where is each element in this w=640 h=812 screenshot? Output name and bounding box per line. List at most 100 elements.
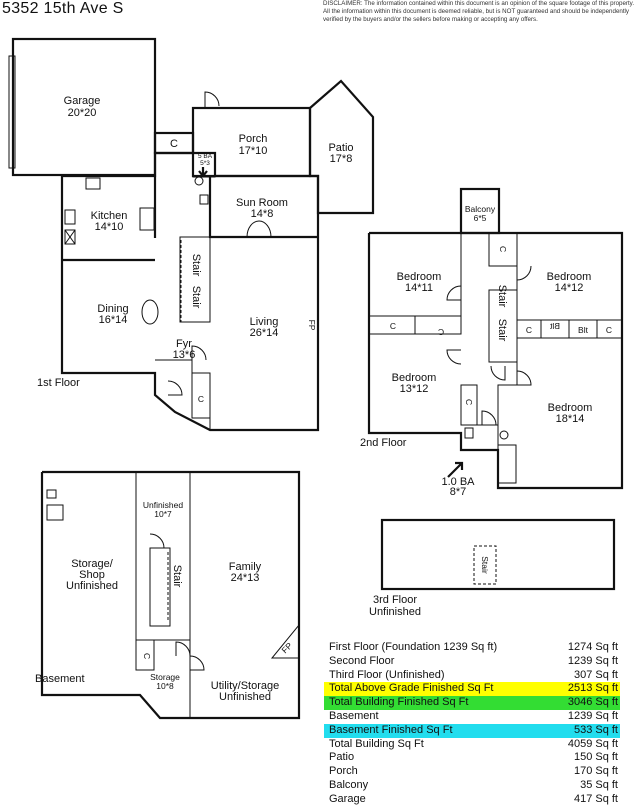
- sink2-icon: [464, 427, 474, 439]
- second-floor-plan: Balcony 6*5 Bedroom 14*11 C C Bedroom 13…: [360, 187, 624, 498]
- porch-size: 17*10: [239, 145, 268, 157]
- bath-name: 1.0 BA: [441, 476, 475, 488]
- fridge-icon: [139, 207, 155, 231]
- third-stair-outline: [473, 545, 497, 585]
- half-bath-size: 5*3: [200, 160, 210, 167]
- first-floor-label: 1st Floor: [37, 377, 80, 389]
- patio-name: Patio: [328, 142, 353, 154]
- bedroom-se-size: 18*14: [556, 413, 585, 425]
- kitchen-size: 14*10: [95, 221, 124, 233]
- fireplace-label: FP: [307, 320, 317, 331]
- sqft-row-label: Total Above Grade Finished Sq Ft: [329, 682, 494, 695]
- bedroom-sw-name: Bedroom: [392, 372, 437, 384]
- ne-closet-label: C: [526, 325, 532, 335]
- bedroom-ne-name: Bedroom: [547, 271, 592, 283]
- sink-cabinet-icon: [64, 229, 76, 245]
- closet-label-b: C: [438, 327, 444, 337]
- balcony-name: Balcony: [465, 204, 496, 214]
- hall-closet-label: C: [498, 246, 508, 252]
- house-outer-wall: [60, 176, 320, 432]
- foyer-closet: [191, 372, 211, 419]
- se-closet-label: C: [606, 325, 612, 335]
- sqft-row-value: 3046 Sq ft: [567, 696, 618, 709]
- sqft-row-label: First Floor (Foundation 1239 Sq ft): [329, 641, 498, 653]
- basement-closet: [135, 639, 155, 671]
- basement-center-walls: [135, 472, 191, 641]
- sqft-row-label: Basement Finished Sq Ft: [329, 723, 453, 736]
- storage-size: 10*8: [156, 681, 174, 691]
- storage-name: Storage: [150, 672, 180, 682]
- closet-label-a: C: [390, 321, 396, 331]
- sqft-row-label: Total Building Sq Ft: [329, 737, 424, 750]
- sqft-row: First Floor (Foundation 1239 Sq ft) 1274 …: [324, 641, 620, 655]
- sqft-row-label: Patio: [329, 751, 355, 764]
- sqft-row-value: 170 Sq ft: [573, 765, 618, 778]
- sqft-row-label: Basement: [329, 709, 379, 722]
- sqft-row-value: 1239 Sq ft: [567, 709, 618, 722]
- storage-shop-line3: Unfinished: [66, 580, 118, 592]
- third-floor-label: 3rd Floor: [373, 594, 417, 606]
- dishwasher-icon: [64, 209, 76, 225]
- storage-door: [175, 641, 191, 657]
- dining-name: Dining: [97, 303, 128, 315]
- utility-door: [189, 655, 205, 671]
- bath-wall: [461, 424, 499, 480]
- cabinet-cross-b: [64, 229, 76, 245]
- sunroom-door: [246, 220, 272, 238]
- toilet-icon: [194, 176, 204, 186]
- disclaimer-text: DISCLAIMER: The information contained wi…: [323, 0, 635, 23]
- living-name: Living: [250, 316, 279, 328]
- utility-line1: Utility/Storage: [211, 680, 279, 692]
- bedroom-se-name: Bedroom: [548, 402, 593, 414]
- bedroom-ne-size: 14*12: [555, 282, 584, 294]
- storage-shop-line1: Storage/: [71, 558, 114, 570]
- utility-sink-icon: [46, 504, 64, 521]
- stair2-label-b: Stair: [496, 319, 508, 342]
- dining-french-door: [141, 299, 159, 325]
- sunroom-size: 14*8: [251, 208, 274, 220]
- stove-icon: [85, 177, 101, 190]
- sqft-row-label: Balcony: [329, 778, 369, 791]
- sqft-row-label: Second Floor: [329, 654, 395, 667]
- stair-label-a: Stair: [190, 254, 202, 277]
- bedroom-nw-door: [446, 285, 462, 301]
- foyer-size: 13*6: [173, 349, 196, 361]
- basement-plan: Storage/ Shop Unfinished Unfinished 10*7…: [35, 470, 301, 720]
- sqft-row-value: 1274 Sq ft: [567, 641, 618, 653]
- sqft-row: Second Floor 1239 Sq ft: [324, 655, 620, 669]
- storage-shop-line2: Shop: [79, 569, 105, 581]
- foyer-closet-label: C: [198, 394, 204, 404]
- basement-stair-label: Stair: [171, 565, 183, 588]
- sqft-row: Total Above Grade Finished Sq Ft 2513 Sq …: [324, 682, 620, 697]
- bedroom-nw-size: 14*11: [405, 282, 433, 294]
- built-in-label: Blt: [578, 325, 589, 335]
- sqft-row: Basement 1239 Sq ft: [324, 710, 620, 724]
- family-size: 24*13: [231, 572, 260, 584]
- square-footage-table: First Floor (Foundation 1239 Sq ft) 1274 …: [324, 641, 620, 807]
- sqft-row-value: 35 Sq ft: [580, 778, 618, 791]
- stair-label-b: Stair: [190, 286, 202, 309]
- bath-size: 8*7: [450, 486, 467, 498]
- stair2-label-a: Stair: [496, 285, 508, 308]
- sqft-row: Total Building Finished Sq Ft 3046 Sq ft: [324, 696, 620, 710]
- garage-size: 20*20: [68, 107, 97, 119]
- sqft-row: Third Floor (Unfinished)307 Sq ft: [324, 669, 620, 683]
- sqft-row: Basement Finished Sq Ft 533 Sq ft: [324, 723, 620, 738]
- sqft-row-value: 1239 Sq ft: [567, 654, 618, 667]
- sqft-row-label: Total Building Finished Sq Ft: [329, 696, 469, 709]
- basement-label: Basement: [35, 673, 85, 685]
- sink-icon: [199, 194, 209, 205]
- second-floor-label: 2nd Floor: [360, 437, 407, 449]
- bedroom-sw-size: 13*12: [400, 383, 429, 395]
- bedroom-sw-door: [446, 349, 462, 365]
- sunroom-name: Sun Room: [236, 197, 288, 209]
- garage-name: Garage: [64, 95, 101, 107]
- sqft-row-value: 533 Sq ft: [573, 723, 618, 736]
- sqft-row-value: 2513 Sq ft: [567, 682, 618, 695]
- toilet2-icon: [499, 430, 509, 440]
- closet-label: C: [170, 138, 178, 150]
- third-stair-label: Stair: [480, 556, 490, 574]
- bedroom-se-door: [516, 370, 532, 386]
